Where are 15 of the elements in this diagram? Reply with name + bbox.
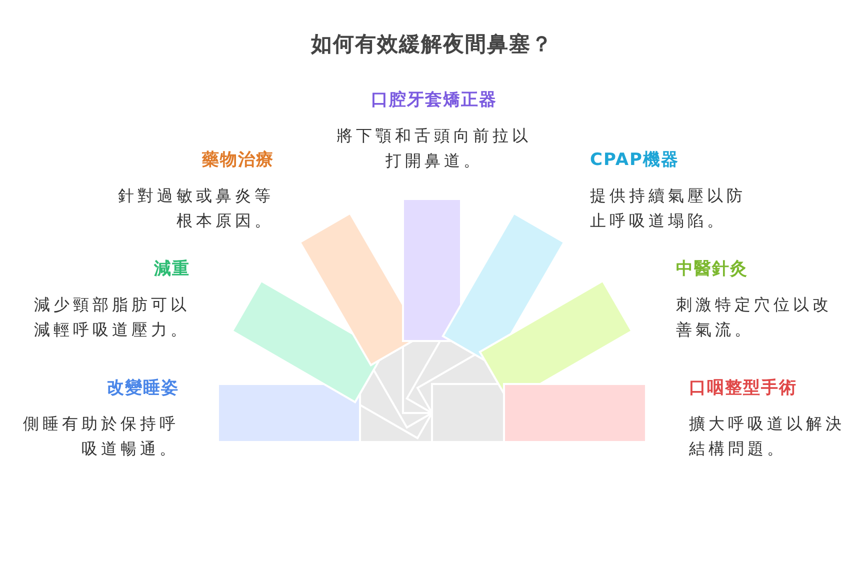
- item-heading: 口咽整型手術: [689, 377, 798, 399]
- item-description: 將下顎和舌頭向前拉以打開鼻道。: [336, 125, 532, 172]
- item-description: 針對過敏或鼻炎等根本原因。: [117, 185, 274, 232]
- item-heading: 改變睡姿: [106, 377, 179, 399]
- item-heading: 中醫針灸: [676, 258, 749, 280]
- title: 如何有效緩解夜間鼻塞？: [310, 31, 554, 58]
- item-description: 刺激特定穴位以改善氣流。: [676, 294, 833, 341]
- item-heading: 減重: [153, 258, 190, 280]
- item-heading: 口腔牙套矯正器: [370, 89, 498, 111]
- item-heading: 藥物治療: [201, 149, 274, 171]
- item-description: 減少頸部脂肪可以減輕呼吸道壓力。: [33, 294, 190, 341]
- item-description: 側睡有助於保持呼吸道暢通。: [22, 413, 179, 460]
- item-heading: CPAP機器: [590, 149, 680, 171]
- item-description: 提供持續氣壓以防止呼吸道塌陷。: [590, 185, 747, 232]
- item-description: 擴大呼吸道以解決結構問題。: [689, 413, 846, 460]
